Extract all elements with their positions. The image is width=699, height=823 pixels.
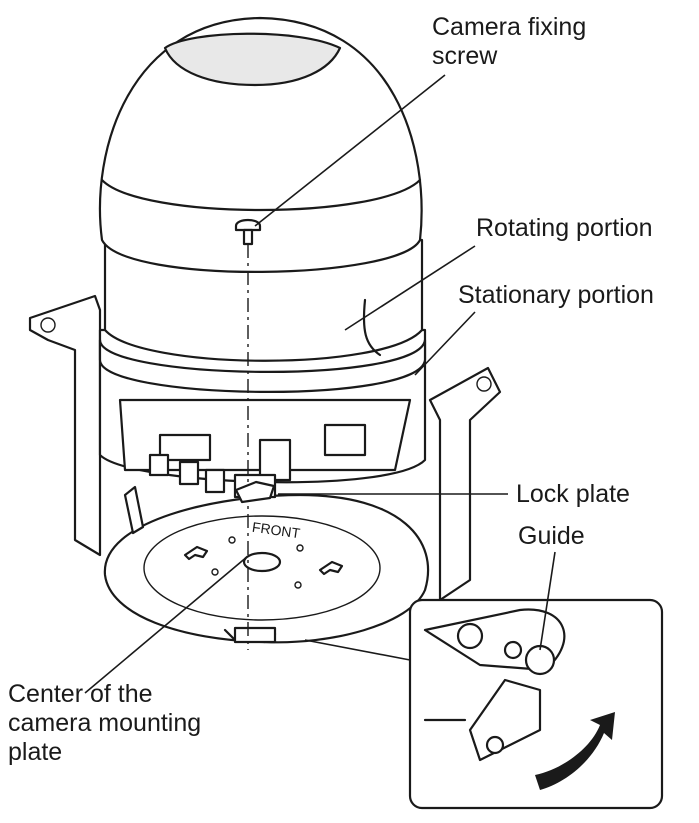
mounting-bracket [28, 294, 502, 602]
camera-fixing-screw-label-line1: Camera fixing [432, 13, 587, 41]
camera-mounting-plate [103, 485, 430, 644]
leader-lines [84, 74, 556, 694]
lock-plate-label: Lock plate [516, 480, 630, 508]
center-plate-label-line2: camera mounting [8, 709, 202, 737]
center-plate-label-line1: Center of the [8, 680, 153, 708]
camera-fixing-screw-label-line2: screw [432, 42, 498, 70]
center-plate-label-line3: plate [8, 738, 63, 766]
rotating-portion-label: Rotating portion [476, 214, 653, 242]
detail-inset [304, 598, 664, 810]
stationary-portion-label: Stationary portion [458, 281, 654, 309]
lock-plate [234, 480, 276, 504]
camera-body [98, 16, 427, 650]
guide-label: Guide [518, 522, 585, 550]
